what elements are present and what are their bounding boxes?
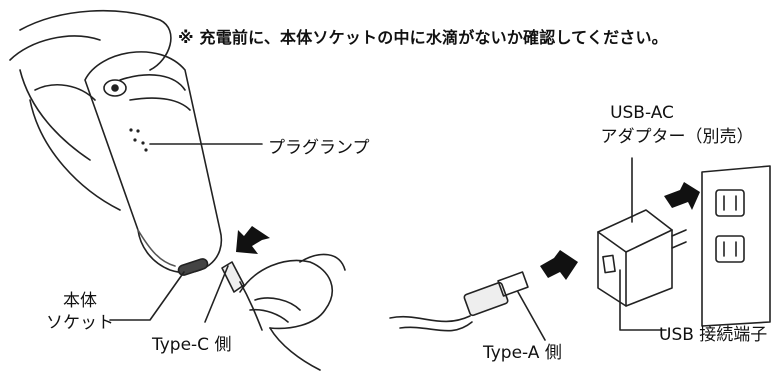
adapter-label-line2: アダプター（別売） xyxy=(600,127,754,147)
body-socket-line2: ソケット xyxy=(46,313,114,333)
plug-lamp-label: プラグランプ xyxy=(268,138,370,158)
device-body xyxy=(84,51,223,274)
type-c-label: Type-C 側 xyxy=(152,335,232,355)
body-socket-label: 本体 ソケット xyxy=(40,290,120,334)
type-c-plug xyxy=(221,261,263,331)
type-a-label: Type-A 側 xyxy=(483,343,562,363)
usb-port-leader xyxy=(619,269,667,331)
device-button xyxy=(103,79,127,97)
hand-holding-cable xyxy=(239,253,346,371)
usb-port-label: USB 接続端子 xyxy=(659,325,768,345)
arrow-to-outlet xyxy=(664,182,700,210)
usb-ac-adapter xyxy=(597,209,687,307)
arrow-to-socket xyxy=(236,226,270,254)
socket-leader xyxy=(109,271,185,321)
type-a-leader xyxy=(517,291,546,341)
arrow-to-adapter xyxy=(540,250,578,280)
body-socket-line1: 本体 xyxy=(63,291,97,311)
caution-note: ※ 充電前に、本体ソケットの中に水滴がないか確認してください。 xyxy=(178,28,668,47)
adapter-label-line1: USB-AC xyxy=(610,103,674,123)
wall-outlet xyxy=(701,165,771,327)
plug-lamp-dots xyxy=(129,128,148,152)
hand-holding-device xyxy=(9,9,191,211)
usb-cable xyxy=(389,271,529,332)
type-c-leader xyxy=(204,265,229,323)
device-socket xyxy=(177,258,209,276)
adapter-label: USB-AC アダプター（別売） xyxy=(582,101,772,149)
